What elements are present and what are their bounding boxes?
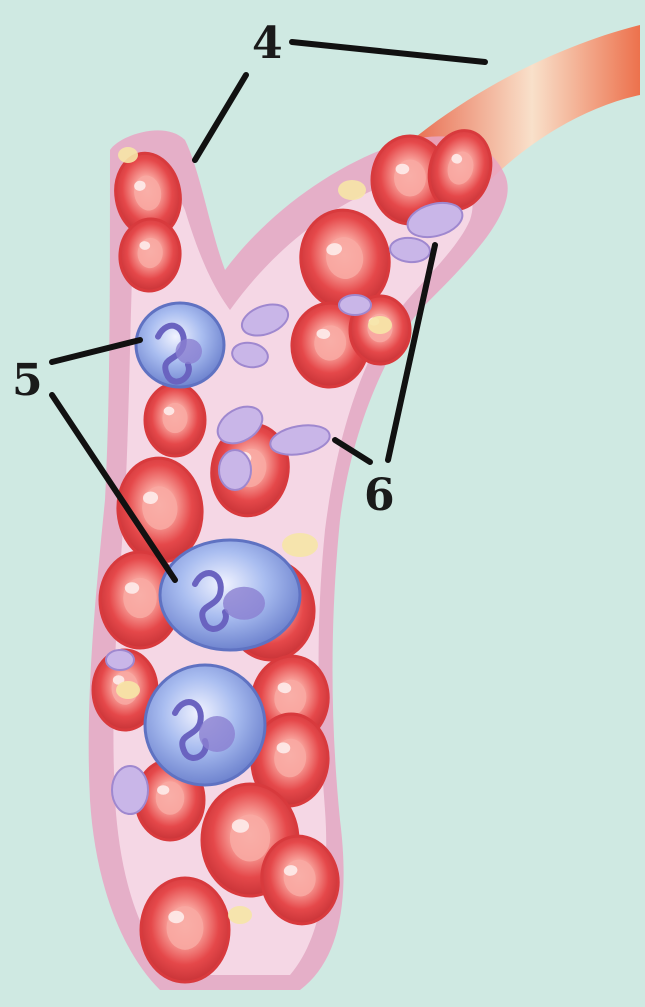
platelet [339, 295, 371, 315]
white-blood-cell [145, 665, 265, 785]
platelet [106, 650, 134, 670]
red-blood-cell [141, 878, 229, 982]
yellow-granule [338, 180, 366, 200]
label-5: 5 [12, 355, 43, 406]
yellow-granule [368, 316, 392, 334]
red-blood-cell [145, 384, 205, 456]
platelet [219, 450, 251, 490]
label-4: 4 [252, 18, 283, 69]
white-blood-cell [136, 303, 224, 387]
label-6: 6 [364, 470, 395, 521]
white-blood-cell [160, 540, 300, 650]
yellow-granule [228, 906, 252, 924]
leader-line-4b [195, 75, 246, 160]
leader-line-4a [292, 42, 485, 62]
yellow-granule [116, 681, 140, 699]
platelet [112, 766, 148, 814]
yellow-granule [282, 533, 318, 557]
yellow-granule [118, 147, 138, 163]
